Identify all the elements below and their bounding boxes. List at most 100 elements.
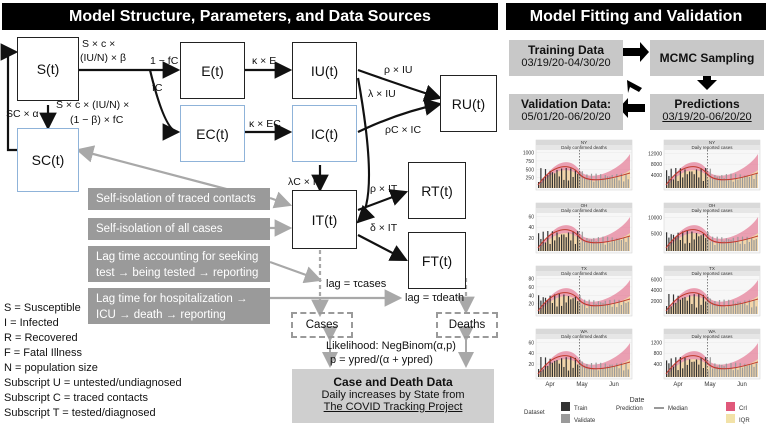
- data-bar: [625, 173, 627, 188]
- y-tick-label: 40: [528, 293, 534, 299]
- legend-f: F = Fatal Illness: [4, 347, 82, 359]
- data-bar: [586, 307, 588, 314]
- data-bar: [721, 306, 723, 314]
- y-tick-label: 8000: [651, 162, 662, 168]
- lag-death: lag = τdeath: [405, 292, 465, 304]
- data-bar: [563, 366, 565, 377]
- compartment-e: E(t): [180, 42, 245, 99]
- data-bar: [613, 240, 616, 251]
- data-bar: [600, 243, 602, 251]
- data-bar: [554, 294, 556, 314]
- data-bar: [627, 236, 629, 251]
- data-bar: [716, 236, 718, 251]
- data-bar: [753, 178, 755, 188]
- likelihood-p: p = ypred/(α + ypred): [330, 354, 433, 366]
- data-bar: [700, 235, 702, 251]
- rate-rho-it: ρ × IT: [370, 183, 398, 195]
- data-bar: [693, 294, 695, 314]
- data-bar: [588, 367, 590, 377]
- data-bar: [714, 363, 716, 377]
- data-bar: [695, 232, 698, 251]
- data-bar: [597, 370, 599, 377]
- data-bar: [602, 178, 604, 188]
- panel-strip-title: [536, 208, 632, 213]
- y-tick-label: 4000: [651, 173, 662, 179]
- data-bar: [584, 365, 586, 377]
- x-tick-label: May: [576, 382, 587, 388]
- data-bar: [558, 363, 560, 377]
- data-bar: [604, 175, 606, 188]
- data-bar: [693, 174, 695, 188]
- data-bar: [574, 169, 576, 188]
- data-bar: [718, 364, 721, 377]
- data-bar: [723, 240, 725, 251]
- data-bar: [563, 234, 565, 251]
- panel-strip-state: [536, 329, 632, 334]
- compartment-ft: FT(t): [408, 232, 466, 289]
- data-bar: [714, 300, 716, 314]
- compartment-ec: EC(t): [180, 105, 245, 162]
- data-bar: [590, 305, 593, 314]
- data-bar: [595, 303, 597, 314]
- data-bar: [728, 367, 730, 377]
- panel-state-label: OH: [581, 203, 588, 208]
- data-bar: [620, 240, 622, 251]
- data-bar: [611, 237, 613, 251]
- data-bar: [679, 357, 681, 377]
- data-bar: [627, 369, 629, 377]
- data-bar: [547, 299, 549, 314]
- panel-title-label: Daily confirmed deaths: [561, 334, 608, 339]
- data-bar: [728, 299, 730, 314]
- data-bar: [563, 294, 565, 314]
- data-bar: [609, 176, 611, 188]
- data-bar: [695, 359, 698, 377]
- data-bar: [544, 242, 547, 251]
- data-bar: [567, 370, 570, 377]
- data-bar: [561, 234, 563, 251]
- flow-arrows: [0, 43, 475, 368]
- data-bar: [732, 370, 734, 377]
- data-bar: [677, 232, 679, 251]
- data-bar: [584, 299, 586, 314]
- legend-validate-label: Validate: [574, 418, 596, 424]
- predictions-dates: 03/19/20-06/20/20: [662, 111, 752, 123]
- data-bar: [604, 244, 606, 251]
- data-bar: [554, 240, 556, 251]
- data-bar: [595, 241, 597, 251]
- data-bar: [672, 179, 675, 188]
- data-bar: [579, 295, 581, 314]
- training-title: Training Data: [527, 43, 604, 57]
- data-bar: [565, 302, 567, 314]
- data-bar: [712, 302, 714, 314]
- data-bar: [551, 231, 553, 251]
- rate-rho-ic: ρC × IC: [385, 124, 422, 136]
- data-bar: [735, 241, 737, 251]
- data-bar: [707, 370, 709, 377]
- legend-train-label: Train: [574, 406, 587, 412]
- data-bar: [732, 300, 734, 314]
- data-bar: [625, 362, 627, 377]
- panel-strip-state: [536, 203, 632, 208]
- data-source-box: Case and Death Data Daily increases by S…: [292, 369, 494, 423]
- y-tick-label: 750: [526, 159, 535, 165]
- output-cases: Cases: [291, 312, 353, 338]
- data-bar: [686, 300, 688, 314]
- legend-sub-c: Subscript C = traced contacts: [4, 392, 148, 404]
- data-bar: [721, 237, 723, 251]
- data-bar: [572, 367, 574, 377]
- data-bar: [549, 358, 551, 377]
- data-bar: [689, 359, 691, 377]
- y-tick-label: 60: [528, 285, 534, 291]
- data-bar: [602, 302, 604, 314]
- data-bar: [556, 169, 558, 188]
- panel-strip-title: [536, 334, 632, 339]
- validation-data-box: Validation Data: 05/01/20-06/20/20: [509, 94, 623, 130]
- y-tick-label: 12000: [648, 151, 662, 157]
- data-bar: [712, 178, 714, 188]
- panel-title-label: Daily reported cases: [691, 145, 733, 150]
- data-bar: [716, 366, 718, 377]
- data-bar: [705, 168, 707, 188]
- training-data-box: Training Data 03/19/20-04/30/20: [509, 40, 623, 76]
- data-bar: [751, 174, 753, 188]
- data-bar: [675, 357, 677, 377]
